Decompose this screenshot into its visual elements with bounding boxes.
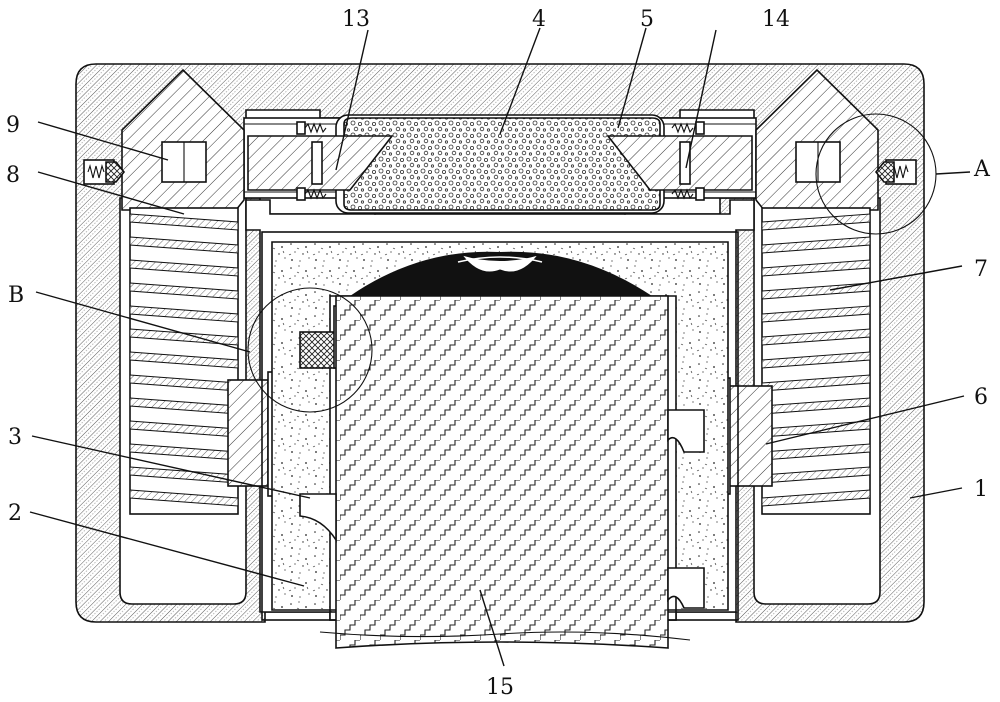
- callout-8: 8: [6, 163, 20, 188]
- thread-ridge: [761, 305, 871, 323]
- right-head-8: [755, 68, 879, 211]
- left-screw-7: [129, 207, 239, 515]
- left-head-8: [121, 68, 245, 211]
- left-side-detent: [83, 159, 126, 185]
- callout-9: 9: [6, 113, 20, 138]
- left-wedge-13: [247, 135, 394, 191]
- callout-a: A: [973, 157, 991, 182]
- left-clamp: [227, 371, 279, 497]
- break-line: [319, 631, 691, 641]
- thread-ridge: [761, 328, 871, 346]
- callout-15: 15: [486, 675, 514, 700]
- thread-ridge: [129, 213, 239, 231]
- right-screw-7: [761, 207, 871, 515]
- thread-ridge: [129, 305, 239, 323]
- thread-ridge: [129, 282, 239, 300]
- leader-lines: [29, 27, 971, 667]
- top-springs: [296, 121, 705, 201]
- stem-15: [299, 295, 705, 649]
- black-dome: [350, 251, 652, 296]
- right-wedge-5: [606, 135, 753, 191]
- thread-ridge: [761, 259, 871, 277]
- callout-7: 7: [974, 257, 988, 282]
- callout-13: 13: [342, 7, 370, 32]
- pad-4: [335, 114, 665, 214]
- callout-5: 5: [640, 7, 654, 32]
- thread-ridge: [129, 259, 239, 277]
- callout-6: 6: [974, 385, 988, 410]
- callout-14: 14: [762, 7, 790, 32]
- thread-ridge: [129, 489, 239, 507]
- callout-b: B: [8, 283, 24, 308]
- callout-1: 1: [974, 477, 988, 502]
- thread-ridge: [761, 351, 871, 369]
- callout-4: 4: [532, 7, 546, 32]
- detail-b-block: [299, 331, 337, 369]
- right-side-detent: [874, 159, 917, 185]
- thread-ridge: [129, 351, 239, 369]
- thread-ridge: [761, 489, 871, 507]
- thread-ridge: [129, 236, 239, 254]
- callout-3: 3: [8, 425, 22, 450]
- thread-ridge: [761, 236, 871, 254]
- detail-circle-b: [247, 287, 373, 413]
- callout-2: 2: [8, 501, 22, 526]
